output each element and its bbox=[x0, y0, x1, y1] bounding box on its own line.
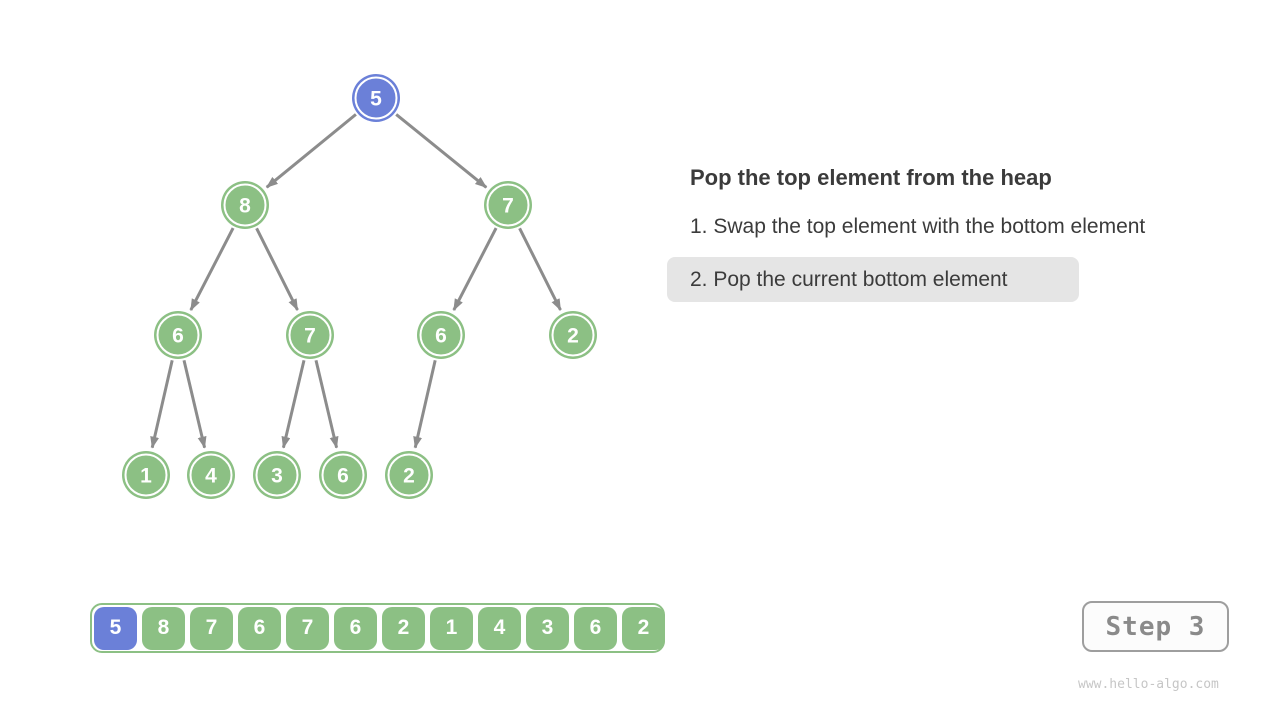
tree-node-value: 2 bbox=[567, 325, 579, 348]
tree-node-value: 6 bbox=[435, 325, 447, 348]
tree-node-value: 8 bbox=[239, 195, 251, 218]
tree-node: 3 bbox=[253, 451, 301, 499]
array-cell: 2 bbox=[382, 606, 425, 650]
array-cell: 4 bbox=[478, 606, 521, 650]
tree-node-value: 4 bbox=[205, 465, 217, 488]
array-cell: 2 bbox=[622, 606, 665, 650]
heap-array: 5 8 7 6 7 6 2 1 4 3 6 2 bbox=[90, 603, 665, 653]
tree-edge bbox=[189, 227, 235, 311]
tree-node: 6 bbox=[417, 311, 465, 359]
tree-node: 6 bbox=[154, 311, 202, 359]
tree-node-value: 5 bbox=[370, 88, 382, 111]
tree-node: 7 bbox=[484, 181, 532, 229]
tree-edge bbox=[255, 227, 299, 311]
array-cell: 6 bbox=[334, 606, 377, 650]
tree-edge bbox=[182, 359, 207, 449]
tree-node-value: 6 bbox=[337, 465, 349, 488]
tree-node-value: 2 bbox=[403, 465, 415, 488]
tree-edges bbox=[150, 113, 562, 449]
tree-node: 4 bbox=[187, 451, 235, 499]
tree-node-value: 7 bbox=[502, 195, 514, 218]
array-cell: 1 bbox=[430, 606, 473, 650]
tree-edge bbox=[150, 359, 174, 449]
tree-node-value: 6 bbox=[172, 325, 184, 348]
array-cell: 3 bbox=[526, 606, 569, 650]
array-cell: 8 bbox=[142, 606, 185, 650]
tree-edge bbox=[265, 113, 357, 189]
array-cell: 6 bbox=[238, 606, 281, 650]
tree-edge bbox=[395, 113, 488, 189]
array-cell: 6 bbox=[574, 606, 617, 650]
tree-node: 6 bbox=[319, 451, 367, 499]
tree-node-value: 3 bbox=[271, 465, 283, 488]
panel-title: Pop the top element from the heap bbox=[690, 165, 1052, 190]
heap-tree: 5 8 7 6 7 6 2 bbox=[122, 74, 597, 499]
tree-edge bbox=[281, 359, 306, 449]
tree-node: 7 bbox=[286, 311, 334, 359]
tree-edge bbox=[413, 359, 437, 449]
tree-edge bbox=[314, 359, 339, 449]
step-indicator-label: Step 3 bbox=[1105, 611, 1206, 642]
tree-edge bbox=[452, 227, 498, 311]
tree-node: 2 bbox=[385, 451, 433, 499]
step-indicator: Step 3 bbox=[1082, 601, 1229, 652]
tree-edge bbox=[518, 227, 562, 311]
array-cell: 7 bbox=[286, 606, 329, 650]
array-cell: 7 bbox=[190, 606, 233, 650]
instruction-step-2-highlighted: 2. Pop the current bottom element bbox=[667, 257, 1079, 302]
array-cell: 5 bbox=[94, 606, 137, 650]
tree-node-root: 5 bbox=[352, 74, 400, 122]
tree-node-value: 7 bbox=[304, 325, 316, 348]
tree-node-value: 1 bbox=[140, 465, 152, 488]
site-url: www.hello-algo.com bbox=[1078, 677, 1219, 692]
tree-node: 2 bbox=[549, 311, 597, 359]
instruction-step-1: 1. Swap the top element with the bottom … bbox=[690, 215, 1146, 238]
tree-node: 8 bbox=[221, 181, 269, 229]
tree-node: 1 bbox=[122, 451, 170, 499]
